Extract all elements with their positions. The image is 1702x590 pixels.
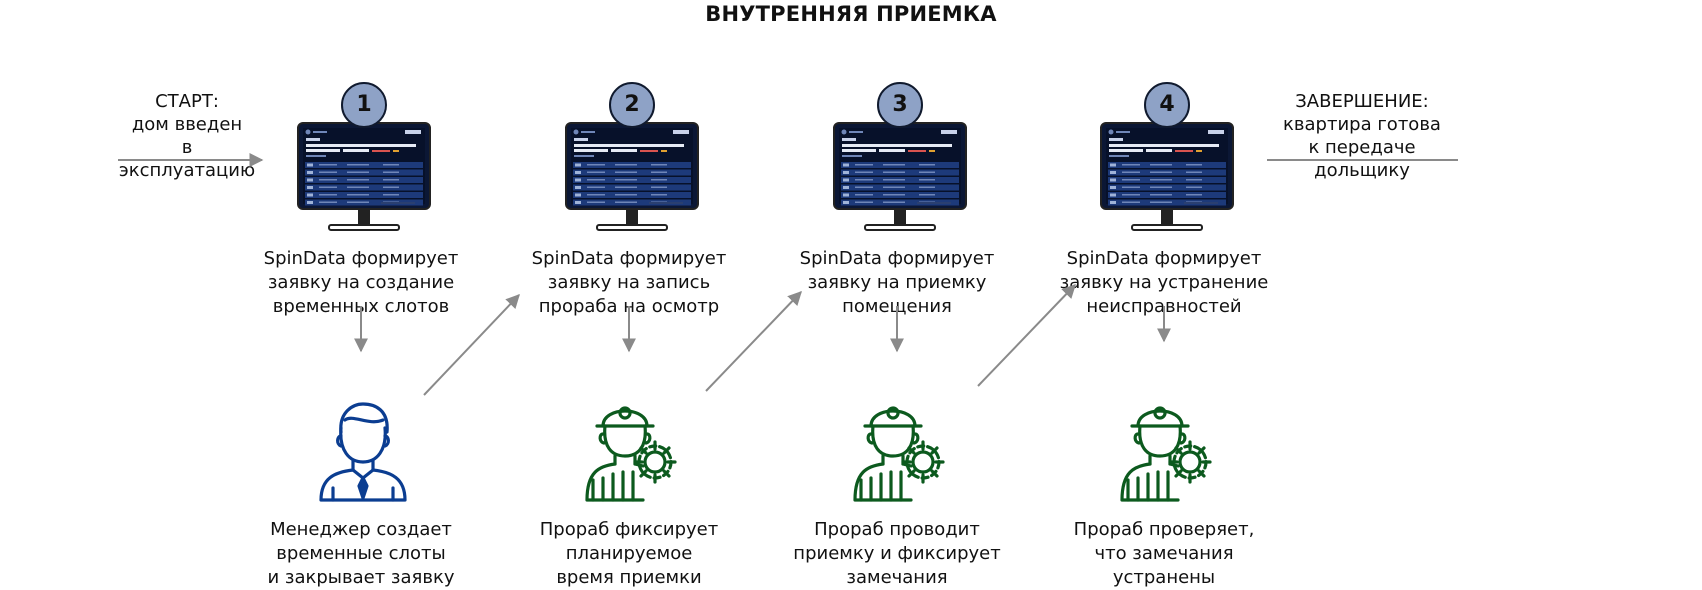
foreman-icon <box>583 398 679 502</box>
system-step-caption: SpinData формирует заявку на запись прор… <box>531 248 727 317</box>
monitor-icon <box>297 122 431 236</box>
actor-step-caption: Прораб фиксирует планируемое время прием… <box>539 519 719 588</box>
monitor-icon <box>565 122 699 236</box>
step-number-badge: 3 <box>877 82 923 128</box>
manager-icon <box>315 398 411 502</box>
step-number-badge: 2 <box>609 82 655 128</box>
step-3: 3 <box>747 0 1047 588</box>
diagram-title: ВНУТРЕННЯЯ ПРИЕМКА <box>705 2 997 26</box>
system-step-caption: SpinData формирует заявку на создание вр… <box>263 248 459 317</box>
step-2: 2 <box>479 0 779 588</box>
actor-step-caption: Менеджер создает временные слоты и закры… <box>267 519 455 588</box>
step-4: 4 <box>1014 0 1314 588</box>
actor-step-caption: Прораб проверяет, что замечания устранен… <box>1073 519 1255 588</box>
actor-step-caption: Прораб проводит приемку и фиксирует заме… <box>793 519 1001 588</box>
foreman-icon <box>1118 398 1214 502</box>
step-number-badge: 4 <box>1144 82 1190 128</box>
end-label: ЗАВЕРШЕНИЕ: квартира готова к передаче д… <box>1283 91 1441 181</box>
monitor-icon <box>833 122 967 236</box>
foreman-icon <box>851 398 947 502</box>
start-label: СТАРТ: дом введен в эксплуатацию <box>118 91 256 181</box>
step-number-badge: 1 <box>341 82 387 128</box>
system-step-caption: SpinData формирует заявку на приемку пом… <box>799 248 995 317</box>
step-1: 1 <box>211 0 511 588</box>
monitor-icon <box>1100 122 1234 236</box>
system-step-caption: SpinData формирует заявку на устранение … <box>1059 248 1269 317</box>
